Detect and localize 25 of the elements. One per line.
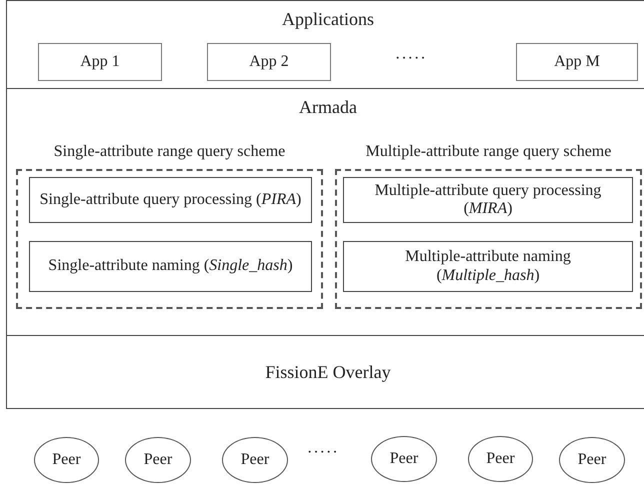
module-box: Single-attribute naming (Single_hash) (29, 241, 312, 292)
layer-title: Applications (282, 9, 374, 30)
peer-ellipse: Peer (125, 437, 191, 483)
module-box: Multiple-attribute naming (Multiple_hash) (343, 241, 633, 292)
scheme-group (335, 143, 642, 309)
layer-title: Armada (299, 97, 357, 118)
peer-ellipse: Peer (468, 436, 533, 482)
layer-band (6, 0, 644, 89)
peer-ellipse: Peer (222, 437, 288, 483)
ellipsis-mark: ····· (307, 444, 339, 462)
layer-band (6, 88, 644, 336)
module-box: Multiple-attribute query processing (MIRA) (343, 177, 633, 223)
scheme-group (16, 143, 323, 309)
layer-title: FissionE Overlay (265, 362, 391, 382)
app-box: App 2 (207, 43, 331, 81)
layer-band (6, 335, 644, 409)
app-box: App 1 (38, 43, 162, 81)
group-heading: Multiple-attribute range query scheme (366, 143, 612, 162)
ellipsis-mark: ····· (395, 50, 427, 68)
group-heading: Single-attribute range query scheme (54, 143, 286, 162)
module-box: Single-attribute query processing (PIRA) (29, 177, 312, 223)
app-box: App M (516, 43, 638, 81)
peer-ellipse: Peer (371, 436, 437, 482)
peer-ellipse: Peer (34, 437, 99, 483)
peer-ellipse: Peer (559, 437, 625, 483)
